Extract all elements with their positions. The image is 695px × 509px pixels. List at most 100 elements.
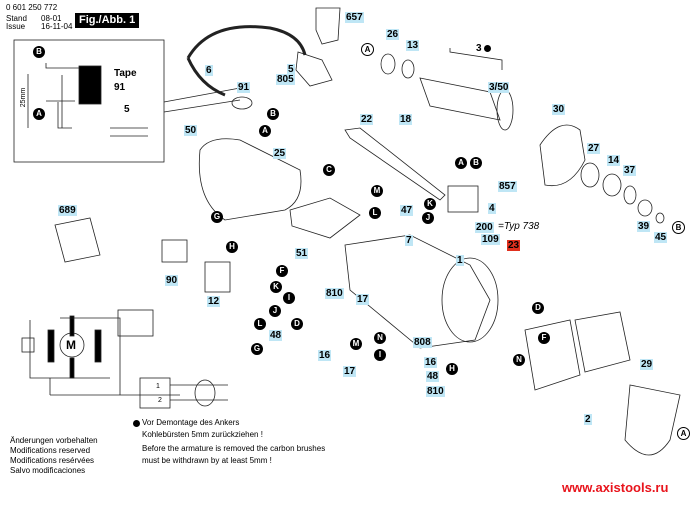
capacitor-shape [161, 239, 188, 263]
marker-m: M [371, 185, 383, 197]
inset-wires [45, 63, 79, 129]
power-cord-shape [186, 57, 226, 97]
marker-h: H [226, 241, 238, 253]
part-label-91[interactable]: 91 [237, 82, 251, 93]
part-label-47[interactable]: 47 [400, 205, 414, 216]
brush-symbol [47, 329, 55, 363]
part-label-26[interactable]: 26 [386, 29, 400, 40]
inset-marker-a: A [33, 108, 45, 120]
marker-n-right: N [513, 354, 525, 366]
typ-note: =Typ 738 [498, 221, 540, 232]
part-label-16-left[interactable]: 16 [318, 350, 332, 361]
marker-c: C [323, 164, 335, 176]
part-label-13[interactable]: 13 [406, 40, 420, 51]
motor-housing-shape [344, 234, 491, 349]
marker-a-open-bottom: A [677, 427, 690, 440]
housing-opening-shape [441, 257, 499, 343]
part-label-808[interactable]: 808 [413, 337, 432, 348]
part-label-810-bottom[interactable]: 810 [426, 386, 445, 397]
modifications-notice: Änderungen vorbehalten Modifications res… [10, 436, 98, 476]
part-label-6[interactable]: 6 [205, 65, 213, 76]
part-label-48-left[interactable]: 48 [269, 330, 283, 341]
part-label-5[interactable]: 5 [287, 64, 295, 75]
schematic-wires [170, 384, 228, 401]
part-label-37[interactable]: 37 [623, 165, 637, 176]
stand-label: Stand [6, 14, 27, 23]
part-label-17-top[interactable]: 17 [356, 294, 370, 305]
marker-a-switch: A [455, 157, 467, 169]
part-label-857[interactable]: 857 [498, 181, 517, 192]
switch-rod-shape [344, 127, 446, 201]
modifications-fr: Modifications resérvées [10, 456, 95, 465]
connector-12-shape [204, 261, 231, 293]
part-label-805[interactable]: 805 [276, 74, 295, 85]
part-label-90[interactable]: 90 [165, 275, 179, 286]
marker-b: B [267, 108, 279, 120]
schematic-switch [117, 309, 154, 337]
part-label-1[interactable]: 1 [456, 255, 464, 266]
part-number: 0 601 250 772 [6, 3, 58, 12]
end-cap-shape [624, 384, 681, 456]
part-label-22[interactable]: 22 [360, 114, 374, 125]
armature-gear-shape [496, 89, 514, 131]
part-label-25[interactable]: 25 [273, 148, 287, 159]
plug-shape [295, 51, 333, 87]
modifications-en: Modifications reserved [10, 446, 91, 455]
part-label-14[interactable]: 14 [607, 155, 621, 166]
marker-l: L [369, 207, 381, 219]
tape-block [78, 65, 102, 105]
part-label-30[interactable]: 30 [552, 104, 566, 115]
armature-shape [419, 77, 501, 121]
marker-d-right: D [532, 302, 544, 314]
part-label-29[interactable]: 29 [640, 359, 654, 370]
part-label-18[interactable]: 18 [399, 114, 413, 125]
marker-h-lower: H [446, 363, 458, 375]
part-label-3[interactable]: 3 [476, 43, 482, 54]
dimension-label: 25mm [20, 87, 28, 108]
marker-a: A [259, 125, 271, 137]
part-label-4[interactable]: 4 [488, 203, 496, 214]
bearing-26-shape [380, 53, 396, 75]
marker-b-open: B [672, 221, 685, 234]
part-label-27[interactable]: 27 [587, 143, 601, 154]
stand-value: 08-01 [41, 14, 62, 23]
part-label-17-bottom[interactable]: 17 [343, 366, 357, 377]
inset-frame [13, 39, 165, 163]
gear-housing-shape [539, 124, 586, 187]
part-label-109[interactable]: 109 [481, 234, 500, 245]
part-label-200[interactable]: 200 [475, 222, 494, 233]
part-label-16-right[interactable]: 16 [424, 357, 438, 368]
website-link[interactable]: www.axistools.ru [562, 480, 669, 495]
part-689-shape [54, 217, 101, 263]
part-label-689[interactable]: 689 [58, 205, 77, 216]
tape-label: Tape [114, 68, 137, 79]
warning-en-2: must be withdrawn by at least 5mm ! [142, 456, 272, 465]
marker-g-lower: G [251, 343, 263, 355]
washer-37-shape [623, 185, 637, 205]
part-label-51[interactable]: 51 [295, 248, 309, 259]
part-label-657[interactable]: 657 [345, 12, 364, 23]
schematic-choke [194, 379, 216, 407]
pinion-39-shape [637, 199, 653, 217]
part-label-23[interactable]: 23 [507, 240, 521, 251]
part-label-45[interactable]: 45 [654, 232, 668, 243]
part-label-7[interactable]: 7 [405, 235, 413, 246]
switch-terminal-1: 1 [156, 383, 160, 390]
schematic-wires [29, 317, 180, 396]
motor-label: M [66, 338, 76, 352]
warning-de-2: Kohlebürsten 5mm zurückziehen ! [142, 430, 263, 439]
brush-symbol [94, 329, 102, 363]
part-label-3-50[interactable]: 3/50 [488, 82, 510, 93]
part-label-2[interactable]: 2 [584, 414, 592, 425]
marker-f: F [276, 265, 288, 277]
ring-27-shape [580, 162, 600, 188]
bearing-14-shape [602, 173, 622, 197]
part-label-810-top[interactable]: 810 [325, 288, 344, 299]
part-label-12[interactable]: 12 [207, 296, 221, 307]
part-label-39[interactable]: 39 [637, 221, 651, 232]
part-label-50[interactable]: 50 [184, 125, 198, 136]
warning-en-1: Before the armature is removed the carbo… [142, 444, 326, 453]
modifications-de: Änderungen vorbehalten [10, 436, 98, 445]
power-cord-shape [186, 25, 307, 59]
part-label-48-right[interactable]: 48 [426, 371, 440, 382]
